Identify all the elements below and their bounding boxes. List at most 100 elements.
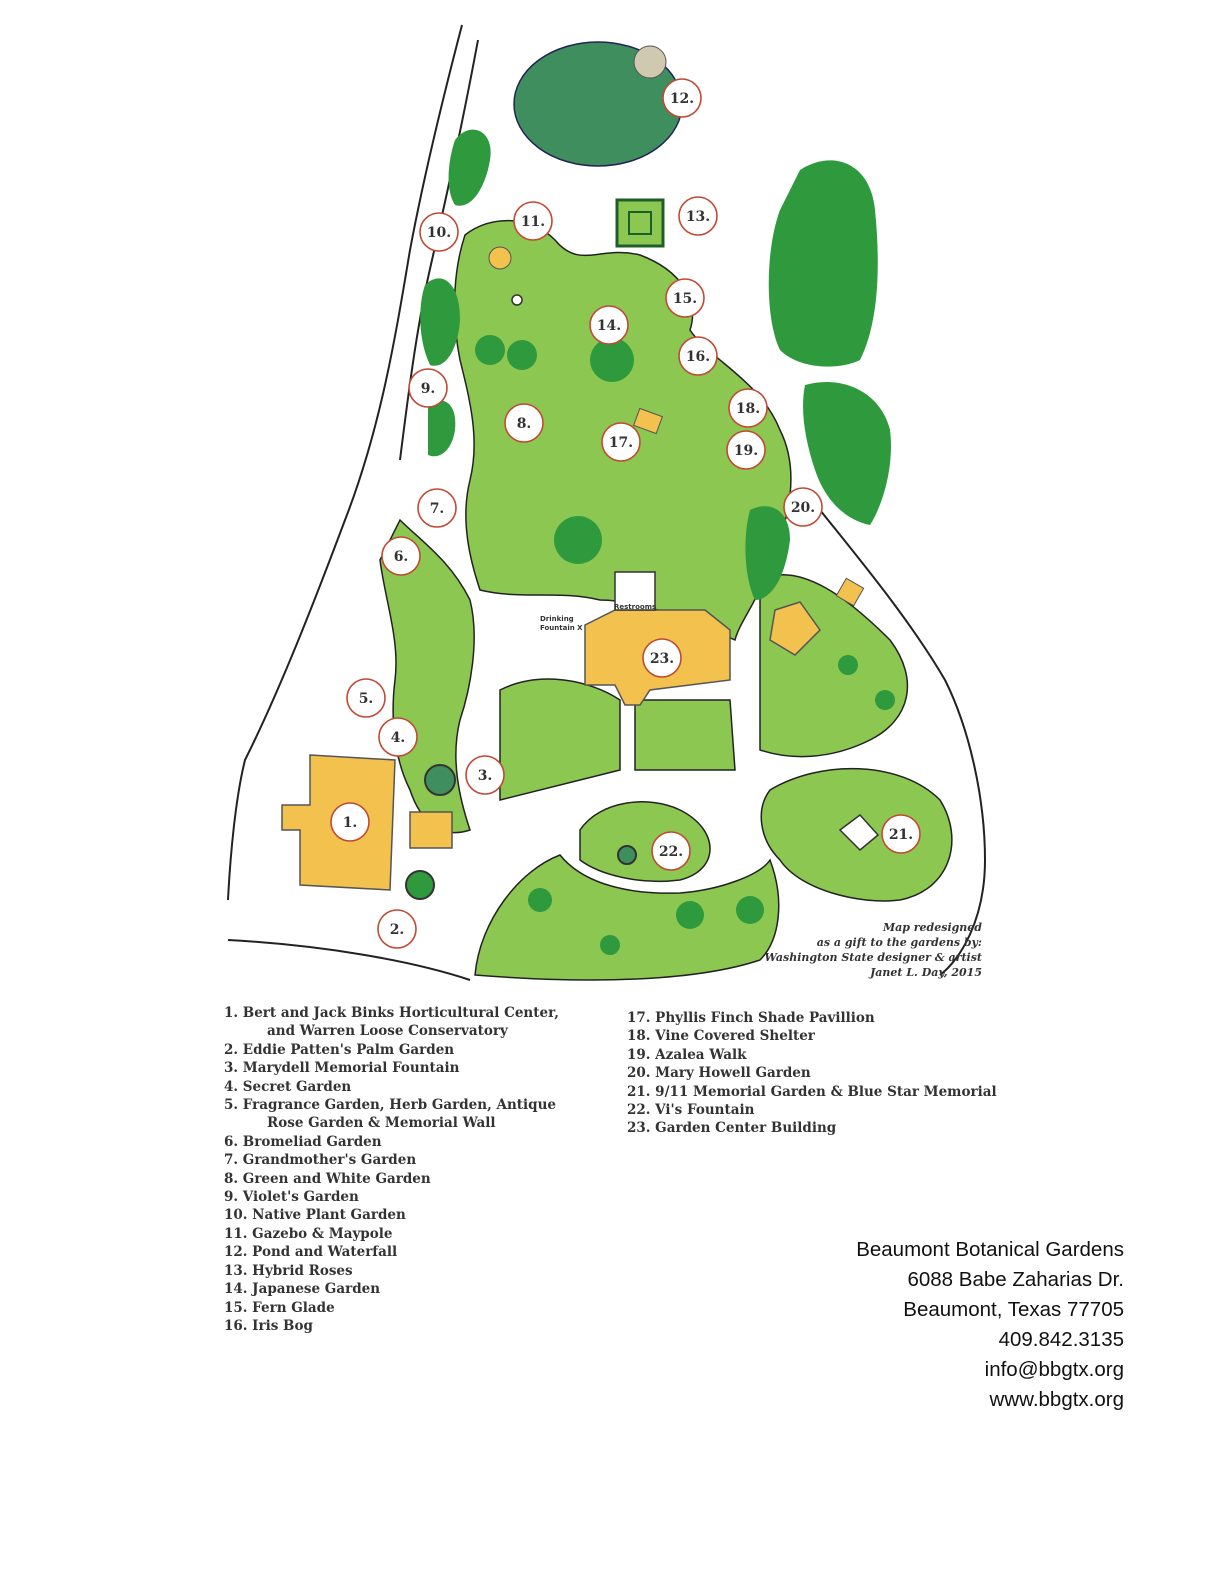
marker-number: 13. (686, 209, 710, 225)
contact-block: Beaumont Botanical Gardens 6088 Babe Zah… (856, 1235, 1124, 1415)
legend-item: 23. Garden Center Building (627, 1120, 837, 1137)
marker-circle (377, 909, 417, 949)
credit-line-2: as a gift to the gardens by: (816, 936, 982, 949)
tree-japanese (590, 338, 634, 382)
marker-number: 18. (736, 401, 760, 417)
marker-number: 7. (430, 501, 445, 517)
map-marker: 1. (330, 802, 370, 842)
tree-west-lower (428, 400, 456, 457)
legend-item: 7. Grandmother's Garden (224, 1152, 417, 1169)
gazebo (488, 246, 512, 270)
marydell-fountain (424, 764, 456, 796)
map-marker: 17. (601, 422, 641, 462)
marker-circle (678, 196, 718, 236)
waterfall-rocks (633, 45, 667, 79)
drinking-fountain-label-1: Drinking (540, 615, 574, 623)
conservatory (409, 811, 453, 849)
marker-number: 10. (427, 225, 451, 241)
marker-circle (726, 430, 766, 470)
south-road-line (227, 939, 471, 981)
east-building (769, 601, 821, 656)
map-credit: Map redesigned as a gift to the gardens … (760, 920, 982, 980)
marker-number: 12. (670, 91, 694, 107)
marker-number: 2. (390, 922, 405, 938)
vis-fountain (617, 845, 637, 865)
map-marker: 12. (662, 78, 702, 118)
marker-circle (513, 201, 553, 241)
map-marker: 10. (419, 212, 459, 252)
shade-pavilion (633, 407, 663, 435)
legend-item: 9. Violet's Garden (224, 1189, 359, 1206)
legend-item: 4. Secret Garden (224, 1078, 352, 1095)
marker-number: 6. (394, 549, 409, 565)
marker-circle (408, 368, 448, 408)
garden-map: Restrooms Drinking Fountain X 1.2.3.4.5.… (227, 24, 987, 981)
legend-item: 3. Marydell Memorial Fountain (224, 1060, 460, 1077)
legend-item: 5. Fragrance Garden, Herb Garden, Antiqu… (224, 1097, 556, 1114)
map-marker: 22. (651, 831, 691, 871)
legend-item: 6. Bromeliad Garden (224, 1133, 382, 1150)
legend-item: 12. Pond and Waterfall (224, 1244, 398, 1261)
fountain-island (579, 801, 711, 883)
legend-item: 11. Gazebo & Maypole (224, 1225, 393, 1242)
legend-item: Rose Garden & Memorial Wall (267, 1115, 496, 1132)
map-marker: 11. (513, 201, 553, 241)
marker-number: 1. (343, 815, 358, 831)
east-shelter (835, 577, 865, 607)
legend-item: 2. Eddie Patten's Palm Garden (224, 1041, 455, 1058)
marker-circle (419, 212, 459, 252)
marker-circle (728, 388, 768, 428)
legend-right: 17. Phyllis Finch Shade Pavillion 18. Vi… (627, 1009, 997, 1138)
marker-circle (417, 488, 457, 528)
map-marker: 14. (589, 305, 629, 345)
legend-left: 1. Bert and Jack Binks Horticultural Cen… (224, 1004, 559, 1335)
map-marker: 5. (346, 678, 386, 718)
map-marker: 15. (665, 278, 705, 318)
map-marker: 8. (504, 403, 544, 443)
west-boundary-line (227, 24, 463, 901)
map-marker: 16. (678, 336, 718, 376)
hybrid-roses-maze (615, 198, 665, 248)
marker-circle (330, 802, 370, 842)
legend-item: 16. Iris Bog (224, 1317, 313, 1334)
palm-garden (405, 870, 435, 900)
marker-number: 5. (359, 691, 374, 707)
map-marker: 21. (881, 814, 921, 854)
marker-number: 16. (686, 349, 710, 365)
legend-item: 22. Vi's Fountain (627, 1102, 755, 1119)
marker-circle (642, 638, 682, 678)
marker-circle (378, 717, 418, 757)
legend-item: 19. Azalea Walk (627, 1046, 747, 1063)
restrooms-label: Restrooms (614, 603, 656, 611)
map-marker: 18. (728, 388, 768, 428)
legend-item: 8. Green and White Garden (224, 1170, 431, 1187)
marker-circle (589, 305, 629, 345)
map-marker: 19. (726, 430, 766, 470)
drinking-fountain-label-2: Fountain X (540, 624, 583, 632)
map-marker: 9. (408, 368, 448, 408)
marker-number: 23. (650, 651, 674, 667)
marker-circle (504, 403, 544, 443)
maypole (511, 294, 523, 306)
tree-center (554, 516, 602, 564)
tree-south-2 (676, 901, 704, 929)
marker-circle (665, 278, 705, 318)
tree-azalea-walk (745, 506, 790, 600)
legend-item: and Warren Loose Conservatory (267, 1023, 508, 1040)
marker-circle (678, 336, 718, 376)
marker-circle (346, 678, 386, 718)
east-lawn (759, 574, 909, 758)
legend-item: 14. Japanese Garden (224, 1281, 381, 1298)
legend-item: 20. Mary Howell Garden (627, 1065, 811, 1082)
map-marker: 3. (465, 755, 505, 795)
credit-line-4: Janet L. Day, 2015 (870, 966, 982, 979)
marker-number: 22. (659, 844, 683, 860)
credit-line-1: Map redesigned (882, 921, 982, 934)
tree-south-4 (600, 935, 620, 955)
southeast-lawn-inner (634, 699, 736, 771)
marker-number: 14. (597, 318, 621, 334)
tree-south-1 (528, 888, 552, 912)
map-marker: 20. (783, 487, 823, 527)
map-marker: 13. (678, 196, 718, 236)
marker-circle (783, 487, 823, 527)
